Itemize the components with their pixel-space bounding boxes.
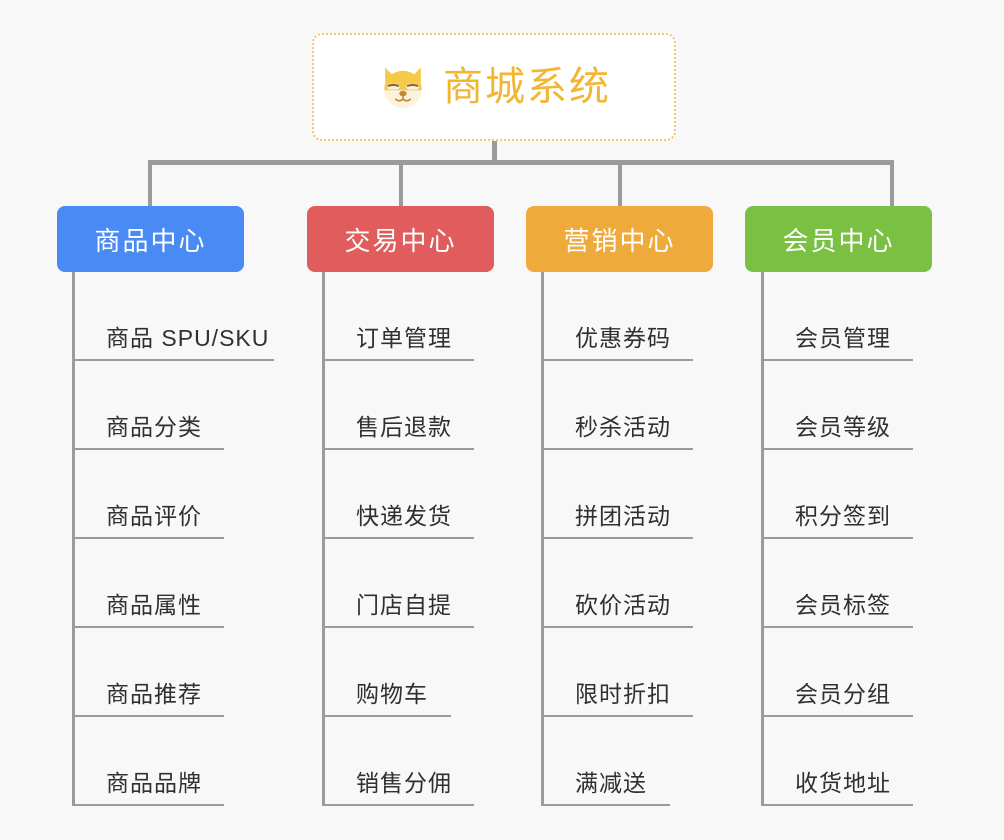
leaf-item-label: 拼团活动: [575, 503, 671, 529]
leaf-item-label: 会员分组: [795, 681, 891, 707]
leaf-item-label: 会员管理: [795, 325, 891, 351]
leaf-item[interactable]: 砍价活动: [541, 539, 693, 628]
leaf-item-label: 购物车: [356, 681, 428, 707]
leaf-item-label: 会员等级: [795, 414, 891, 440]
leaf-item[interactable]: 售后退款: [322, 361, 474, 450]
leaf-item[interactable]: 限时折扣: [541, 628, 693, 717]
leaf-item[interactable]: 优惠券码: [541, 272, 693, 361]
branch-label: 交易中心: [344, 225, 457, 256]
root-title: 商城系统: [443, 65, 611, 109]
branch-drop-connector-2: [399, 160, 403, 207]
leaf-item[interactable]: 门店自提: [322, 539, 474, 628]
leaf-item-label: 满减送: [575, 770, 647, 796]
leaf-trunk-connector: [322, 272, 325, 806]
horizontal-bus-connector: [148, 160, 894, 165]
leaf-item[interactable]: 订单管理: [322, 272, 474, 361]
leaf-item[interactable]: 会员标签: [761, 539, 913, 628]
branch-box-trade-center[interactable]: 交易中心: [307, 206, 494, 272]
leaf-item-label: 砍价活动: [575, 592, 671, 618]
leaf-item[interactable]: 会员管理: [761, 272, 913, 361]
leaf-item-label: 优惠券码: [575, 325, 671, 351]
leaf-item[interactable]: 商品分类: [72, 361, 224, 450]
leaf-item-label: 快递发货: [356, 503, 452, 529]
leaf-item[interactable]: 商品评价: [72, 450, 224, 539]
leaf-trunk-connector: [761, 272, 764, 806]
branch-drop-connector-4: [890, 160, 894, 207]
branch-drop-connector-3: [618, 160, 622, 207]
leaf-item-label: 秒杀活动: [575, 414, 671, 440]
leaf-item-label: 门店自提: [356, 592, 452, 618]
leaf-item-label: 限时折扣: [575, 681, 671, 707]
leaf-item-label: 收货地址: [795, 770, 891, 796]
leaf-item-label: 商品属性: [106, 592, 202, 618]
leaf-item[interactable]: 满减送: [541, 717, 670, 806]
leaf-item-label: 会员标签: [795, 592, 891, 618]
branch-box-member-center[interactable]: 会员中心: [745, 206, 932, 272]
leaf-item[interactable]: 商品品牌: [72, 717, 224, 806]
leaf-item-label: 积分签到: [795, 503, 891, 529]
leaf-item[interactable]: 积分签到: [761, 450, 913, 539]
branch-drop-connector-1: [148, 160, 152, 207]
leaf-item-label: 商品 SPU/SKU: [106, 325, 270, 351]
leaf-item[interactable]: 收货地址: [761, 717, 913, 806]
leaf-item-label: 商品评价: [106, 503, 202, 529]
root-stem-connector: [492, 141, 497, 164]
branch-label: 会员中心: [782, 225, 895, 256]
branch-box-marketing-center[interactable]: 营销中心: [526, 206, 713, 272]
leaf-item[interactable]: 秒杀活动: [541, 361, 693, 450]
leaf-item[interactable]: 购物车: [322, 628, 451, 717]
leaf-item[interactable]: 商品推荐: [72, 628, 224, 717]
leaf-item-label: 商品推荐: [106, 681, 202, 707]
leaf-item[interactable]: 商品 SPU/SKU: [72, 272, 274, 361]
leaf-item-label: 订单管理: [356, 325, 452, 351]
root-node[interactable]: 商城系统: [312, 33, 676, 141]
leaf-item-label: 商品品牌: [106, 770, 202, 796]
leaf-item-label: 商品分类: [106, 414, 202, 440]
leaf-trunk-connector: [72, 272, 75, 806]
leaf-item-label: 销售分佣: [356, 770, 452, 796]
leaf-item[interactable]: 快递发货: [322, 450, 474, 539]
leaf-item[interactable]: 会员分组: [761, 628, 913, 717]
branch-label: 营销中心: [563, 225, 676, 256]
leaf-item[interactable]: 销售分佣: [322, 717, 474, 806]
shiba-dog-icon: [384, 67, 422, 109]
branch-box-product-center[interactable]: 商品中心: [57, 206, 244, 272]
leaf-item-label: 售后退款: [356, 414, 452, 440]
leaf-item[interactable]: 会员等级: [761, 361, 913, 450]
leaf-item[interactable]: 商品属性: [72, 539, 224, 628]
leaf-item[interactable]: 拼团活动: [541, 450, 693, 539]
leaf-trunk-connector: [541, 272, 544, 806]
branch-label: 商品中心: [94, 225, 207, 256]
